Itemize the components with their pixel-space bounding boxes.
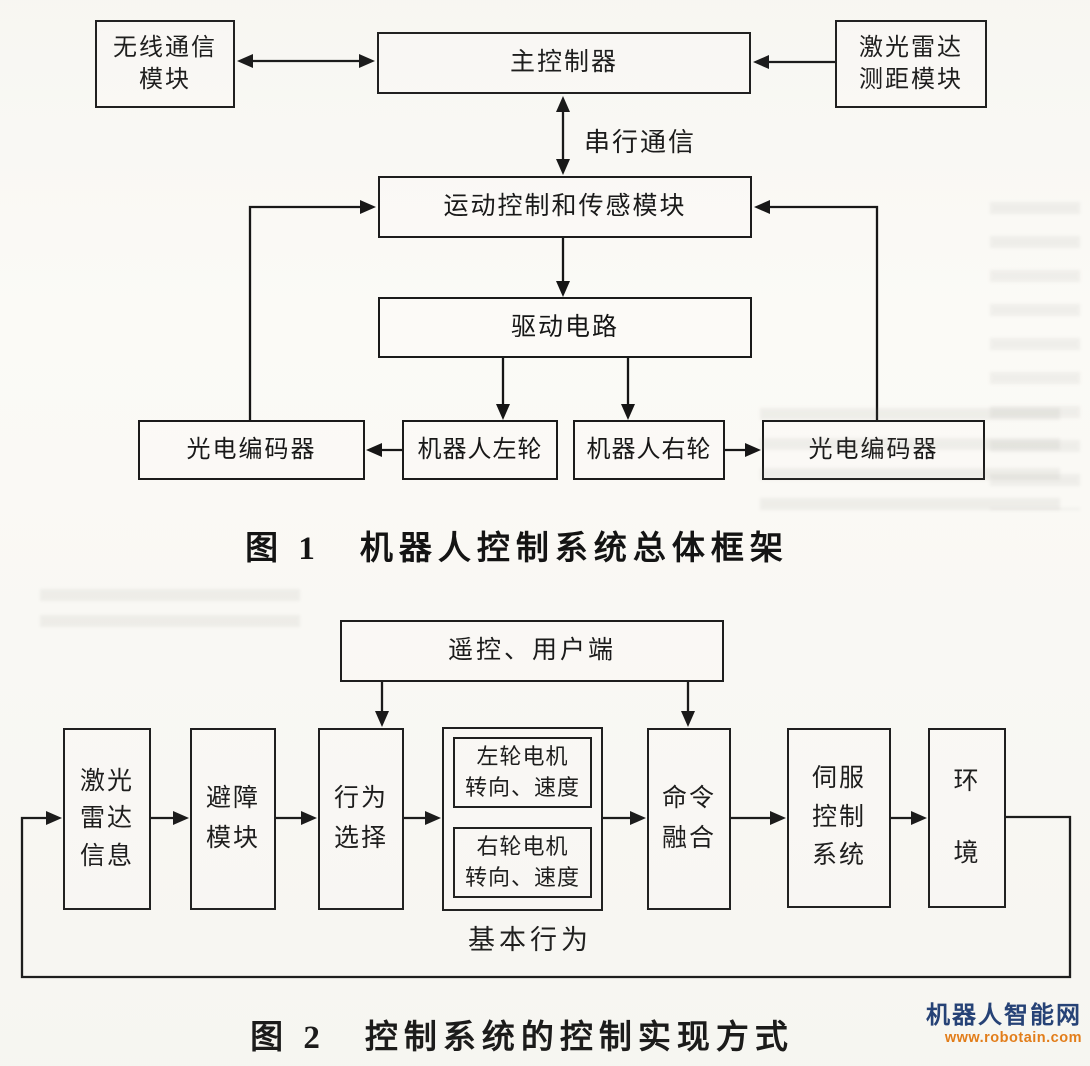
arrow-laser-main: [753, 55, 835, 69]
label-basic-behavior: 基本行为: [468, 925, 592, 955]
box-laser-ranging-module-label: 激光雷达 测距模块: [859, 34, 963, 93]
arrow-basic-fusion: [603, 811, 646, 825]
box-behavior-selection-label: 行为 选择: [333, 785, 388, 852]
arrow-rightencoder-motion: [754, 200, 879, 420]
box-main-controller-label: 主控制器: [509, 49, 618, 77]
box-remote-user-client: 遥控、用户端: [340, 620, 724, 682]
box-wireless-module: 无线通信 模块: [95, 20, 235, 108]
box-environment-label: 环 境: [953, 767, 981, 868]
box-left-wheel-motor: 左轮电机 转向、速度: [453, 737, 592, 808]
label-serial-communication: 串行通信: [584, 128, 697, 157]
arrow-serial-comm: [556, 96, 570, 175]
arrow-motion-drive: [556, 238, 570, 297]
box-motion-control-sensor-module-label: 运动控制和传感模块: [443, 193, 687, 221]
box-photoelectric-encoder-right-label: 光电编码器: [808, 436, 939, 463]
box-robot-right-wheel-label: 机器人右轮: [586, 436, 712, 463]
watermark-site-url: www.robotain.com: [944, 1029, 1082, 1046]
watermark-site-name: 机器人智能网: [926, 1002, 1082, 1029]
box-behavior-selection: 行为 选择: [318, 728, 404, 910]
arrow-environment-feedback: [20, 811, 1072, 979]
box-command-fusion: 命令 融合: [647, 728, 731, 910]
arrow-rightwheel-encoder: [725, 443, 761, 457]
box-obstacle-avoidance-module-label: 避障 模块: [205, 785, 260, 852]
arrow-avoid-behavior: [276, 811, 317, 825]
box-remote-user-client-label: 遥控、用户端: [447, 637, 616, 665]
arrow-behavior-basic: [404, 811, 441, 825]
box-motion-control-sensor-module: 运动控制和传感模块: [378, 176, 752, 238]
box-obstacle-avoidance-module: 避障 模块: [190, 728, 276, 910]
box-wireless-module-label: 无线通信 模块: [113, 34, 217, 93]
box-robot-left-wheel-label: 机器人左轮: [417, 436, 543, 463]
box-photoelectric-encoder-left: 光电编码器: [138, 420, 365, 480]
box-servo-control-system-label: 伺服 控制 系统: [811, 764, 866, 870]
box-left-wheel-motor-label: 左轮电机 转向、速度: [464, 743, 580, 800]
arrow-leftwheel-encoder: [366, 443, 402, 457]
figure2-caption: 图 2 控制系统的控制实现方式: [250, 1020, 794, 1056]
box-servo-control-system: 伺服 控制 系统: [787, 728, 891, 908]
arrow-remote-behavior: [375, 682, 389, 727]
box-right-wheel-motor: 右轮电机 转向、速度: [453, 827, 592, 898]
box-laser-ranging-module: 激光雷达 测距模块: [835, 20, 987, 108]
box-laser-radar-info: 激光 雷达 信息: [63, 728, 151, 910]
box-drive-circuit-label: 驱动电路: [510, 313, 619, 341]
arrow-drive-left-wheel: [496, 358, 510, 420]
box-robot-left-wheel: 机器人左轮: [402, 420, 558, 480]
box-drive-circuit: 驱动电路: [378, 297, 752, 358]
arrow-fusion-servo: [731, 811, 786, 825]
arrow-leftencoder-motion: [248, 200, 376, 420]
box-right-wheel-motor-label: 右轮电机 转向、速度: [464, 833, 580, 890]
box-robot-right-wheel: 机器人右轮: [573, 420, 725, 480]
box-laser-radar-info-label: 激光 雷达 信息: [79, 767, 134, 870]
box-photoelectric-encoder-left-label: 光电编码器: [186, 436, 317, 463]
figure1-caption: 图 1 机器人控制系统总体框架: [245, 531, 789, 567]
watermark: 机器人智能网 www.robotain.com: [926, 1002, 1082, 1046]
box-command-fusion-label: 命令 融合: [661, 785, 716, 852]
box-environment: 环 境: [928, 728, 1006, 908]
box-photoelectric-encoder-right: 光电编码器: [762, 420, 985, 480]
box-main-controller: 主控制器: [377, 32, 751, 94]
arrow-drive-right-wheel: [621, 358, 635, 420]
arrow-wireless-main: [237, 54, 375, 68]
arrow-remote-fusion: [681, 682, 695, 727]
arrow-servo-environment: [891, 811, 927, 825]
arrow-laserinfo-avoid: [151, 811, 189, 825]
